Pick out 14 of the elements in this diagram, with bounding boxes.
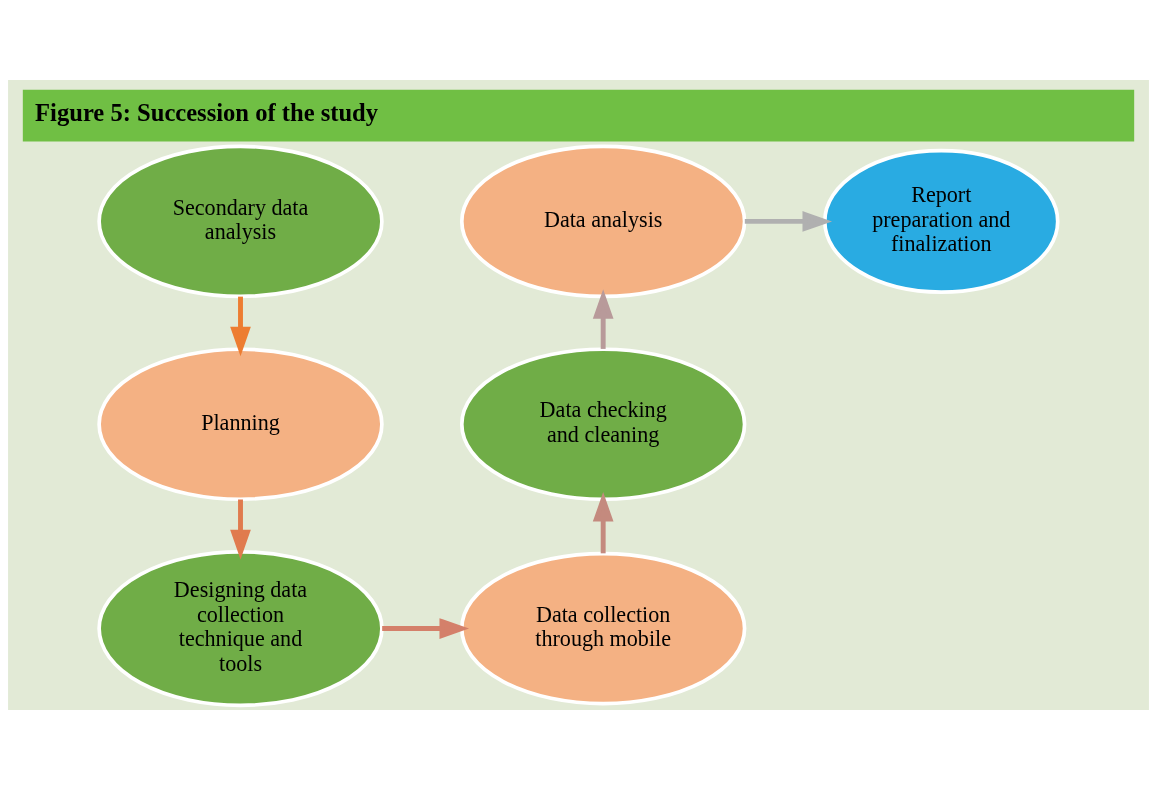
- arrow: [744, 210, 833, 232]
- node-ellipse: Data collection through mobile: [459, 551, 747, 705]
- diagram-title: Figure 5: Succession of the study: [35, 98, 379, 126]
- node-ellipse: Data checking and cleaning: [459, 346, 747, 501]
- node-ellipse: Secondary data analysis: [97, 144, 384, 298]
- arrow: [592, 491, 614, 553]
- node-ellipse: Report preparation and finalization: [822, 148, 1060, 294]
- node-ellipse: Designing data collection technique and tools: [97, 549, 384, 707]
- node-ellipse: Planning: [97, 346, 384, 501]
- arrow: [382, 617, 470, 639]
- arrow: [592, 288, 614, 349]
- arrow: [230, 296, 251, 356]
- node-ellipse: Data analysis: [459, 144, 747, 298]
- arrow: [230, 499, 251, 559]
